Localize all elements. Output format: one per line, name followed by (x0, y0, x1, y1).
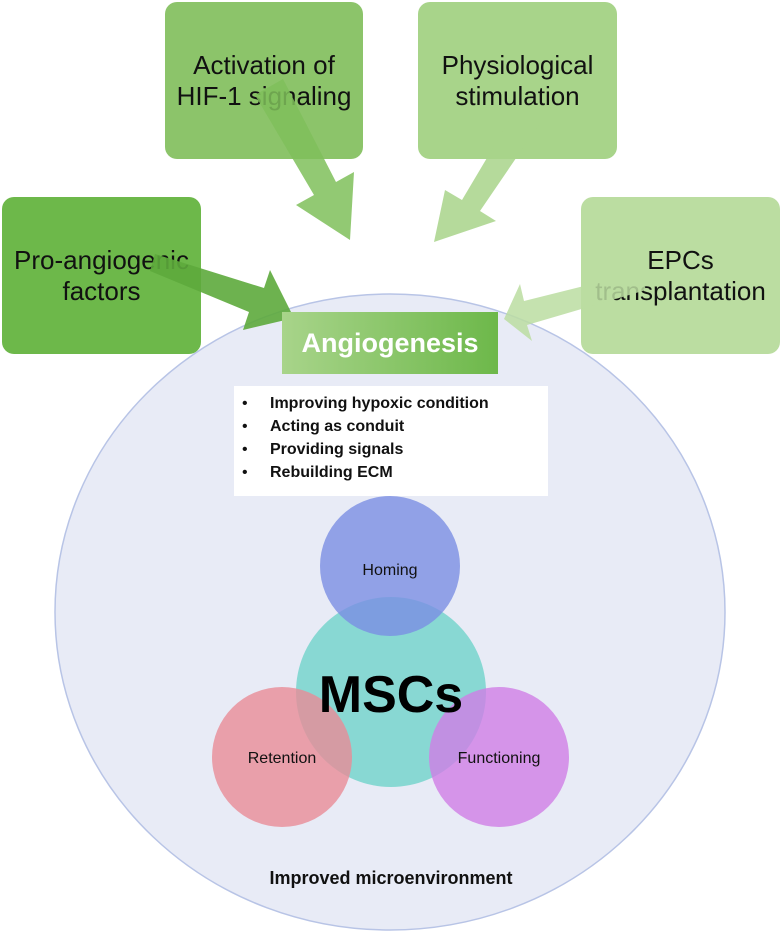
homing-label: Homing (362, 562, 417, 579)
retention-label: Retention (248, 750, 317, 767)
list-item: Acting as conduit (234, 415, 548, 438)
msc-label: MSCs (319, 666, 463, 724)
homing-circle (320, 496, 460, 636)
arrow-from-epcs (504, 272, 646, 341)
arrow-from-physiological (434, 109, 540, 242)
angiogenesis-label: Angiogenesis (282, 312, 498, 374)
list-item: Providing signals (234, 438, 548, 461)
functioning-circle (429, 687, 569, 827)
improved-microenvironment-label: Improved microenvironment (269, 868, 513, 888)
functioning-label: Functioning (458, 750, 541, 767)
retention-circle (212, 687, 352, 827)
list-item: Rebuilding ECM (234, 461, 548, 484)
angiogenesis-effects-list: Improving hypoxic condition Acting as co… (234, 386, 548, 496)
arrow-from-pro-angiogenic (150, 254, 294, 330)
list-item: Improving hypoxic condition (234, 392, 548, 415)
arrow-from-hif (255, 79, 354, 240)
